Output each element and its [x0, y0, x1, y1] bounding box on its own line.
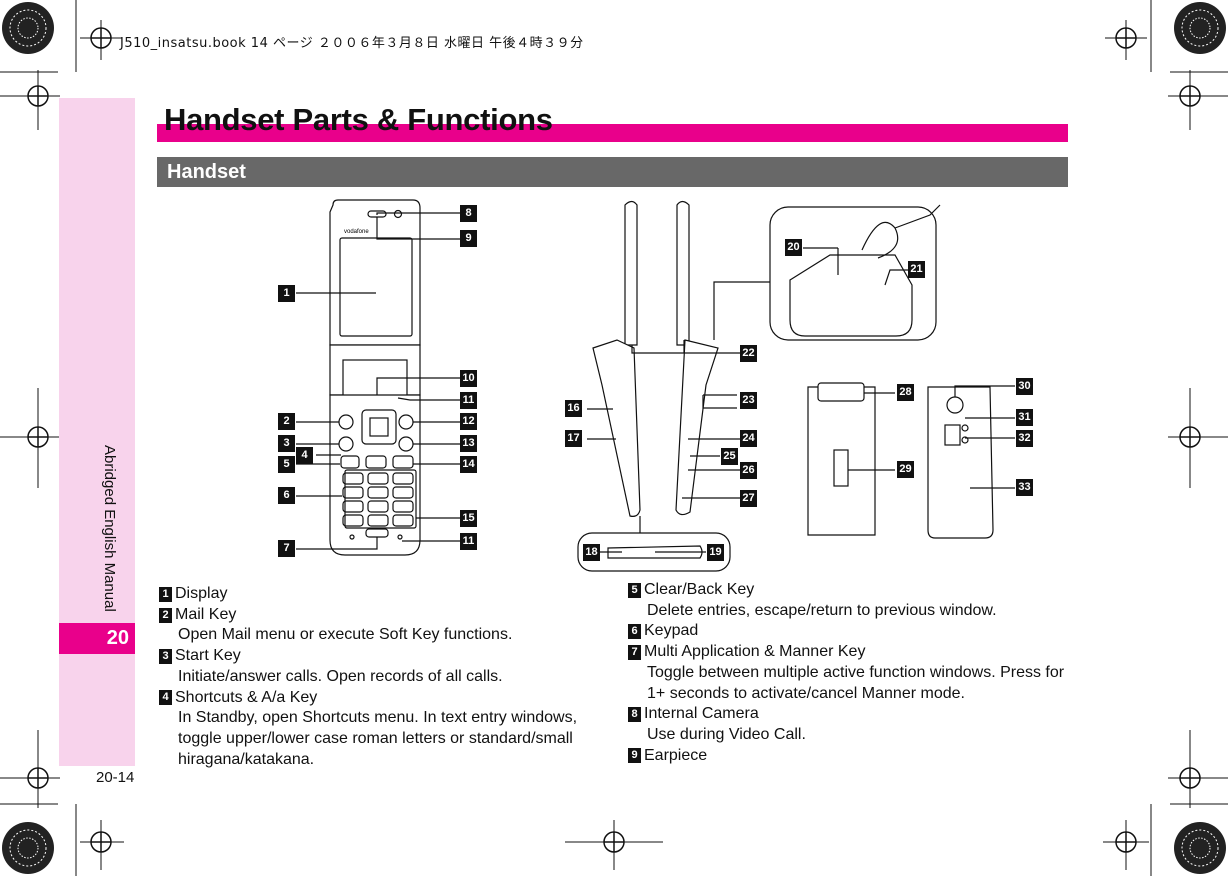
item-name: Start Key [175, 647, 241, 665]
callout-19: 19 [707, 544, 724, 561]
item-name: Clear/Back Key [644, 581, 755, 598]
callout-11: 11 [460, 392, 477, 409]
callout-5: 5 [278, 456, 295, 473]
section-bar [157, 157, 1068, 187]
item-number: 6 [628, 624, 641, 640]
title-bar [157, 124, 1068, 142]
callout-14: 14 [460, 456, 477, 473]
callout-27: 27 [740, 490, 757, 507]
handset-closed-back [927, 386, 994, 539]
item-description: In Standby, open Shortcuts menu. In text… [178, 709, 578, 768]
brand-text: vodafone [344, 229, 369, 235]
side-left-lower [592, 339, 641, 517]
strap-phone-top [789, 254, 913, 337]
item-name: Earpiece [644, 746, 708, 764]
callout-16: 16 [565, 400, 582, 417]
callout-32: 32 [1016, 430, 1033, 447]
callout-10: 10 [460, 370, 477, 387]
callout-15: 15 [460, 510, 477, 527]
chapter-tab: 20 [59, 623, 135, 654]
item-description: Use during Video Call. [647, 725, 806, 743]
callout-24: 24 [740, 430, 757, 447]
callout-13: 13 [460, 435, 477, 452]
callout-12: 12 [460, 413, 477, 430]
item-name: Mail Key [175, 605, 237, 623]
callout-2: 2 [278, 413, 295, 430]
item-number: 3 [159, 648, 172, 664]
callout-6: 6 [278, 487, 295, 504]
section-title: Handset [167, 161, 246, 183]
item-name: Keypad [644, 622, 699, 640]
item-description: Initiate/answer calls. Open records of a… [178, 667, 503, 685]
book-header: J510_insatsu.book 14 ページ ２００６年３月８日 水曜日 午… [120, 36, 584, 51]
callout-1: 1 [278, 285, 295, 302]
callout-31: 31 [1016, 409, 1033, 426]
item-description: Delete entries, escape/return to previou… [647, 601, 997, 619]
callout-33: 33 [1016, 479, 1033, 496]
callout-4: 4 [296, 447, 313, 464]
callout-8: 8 [460, 205, 477, 222]
item-number: 8 [628, 707, 641, 723]
item-description: Open Mail menu or execute Soft Key funct… [178, 626, 513, 644]
callout-7: 7 [278, 540, 295, 557]
callout-23: 23 [740, 392, 757, 409]
side-right-upper [676, 200, 690, 346]
callout-21: 21 [908, 261, 925, 278]
callout-9: 9 [460, 230, 477, 247]
callout-30: 30 [1016, 378, 1033, 395]
item-number: 4 [159, 690, 172, 706]
callout-11b: 11 [460, 533, 477, 550]
item-number: 9 [628, 748, 641, 764]
page-number: 20-14 [96, 769, 135, 786]
callout-17: 17 [565, 430, 582, 447]
side-right-lower [675, 339, 719, 516]
sidebar [59, 98, 135, 766]
item-name: Shortcuts & A/a Key [175, 688, 318, 706]
callout-29: 29 [897, 461, 914, 478]
side-left-upper [624, 200, 638, 346]
callout-18: 18 [583, 544, 600, 561]
page-title: Handset Parts & Functions [164, 102, 553, 137]
callout-26: 26 [740, 462, 757, 479]
callout-25: 25 [721, 448, 738, 465]
item-number: 1 [159, 586, 172, 602]
callout-22: 22 [740, 345, 757, 362]
item-description: Toggle between multiple active function … [647, 663, 1065, 702]
item-name: Multi Application & Manner Key [644, 643, 866, 661]
item-number: 7 [628, 644, 641, 660]
callout-28: 28 [897, 384, 914, 401]
item-name: Internal Camera [644, 705, 759, 723]
callout-3: 3 [278, 435, 295, 452]
item-number: 5 [628, 582, 641, 598]
callout-20: 20 [785, 239, 802, 256]
item-name: Display [175, 585, 228, 602]
display-screen [339, 237, 413, 337]
item-number: 2 [159, 607, 172, 623]
